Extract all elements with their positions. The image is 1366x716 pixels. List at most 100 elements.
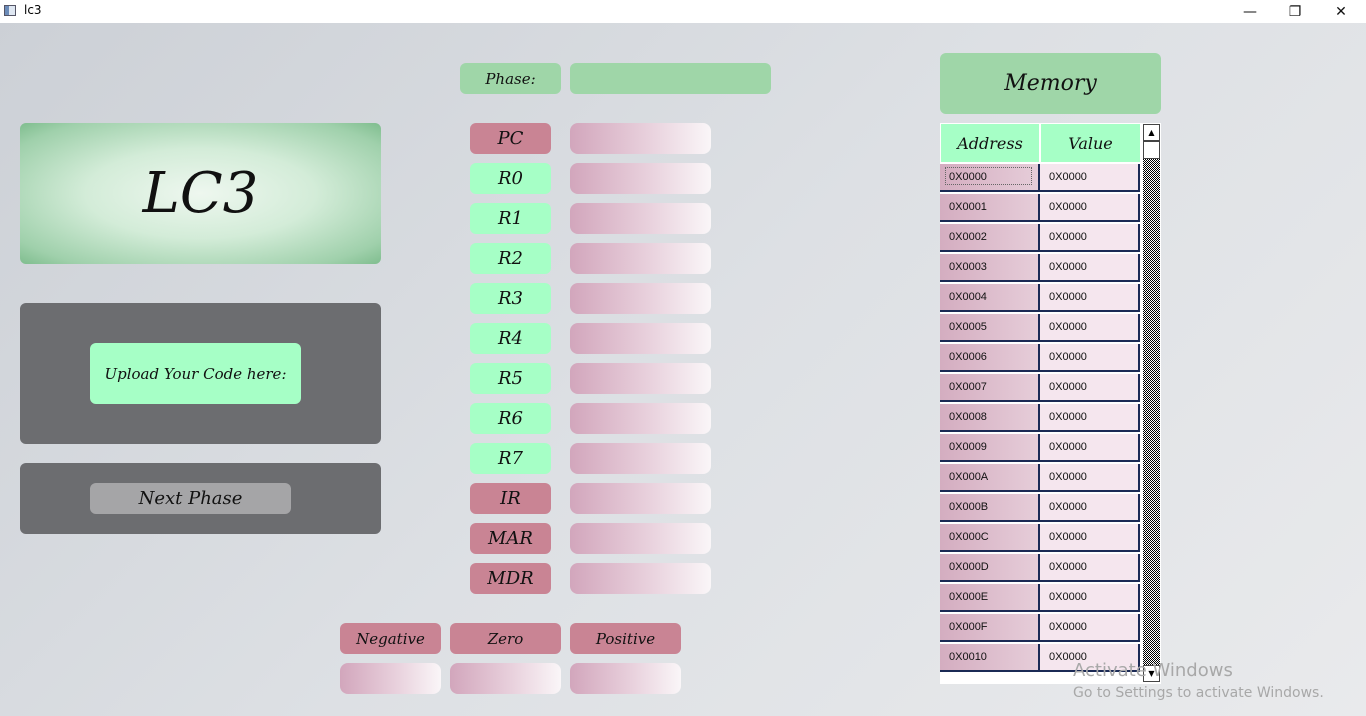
memory-title: Memory (940, 53, 1161, 114)
phase-value (570, 63, 771, 94)
column-header-value[interactable]: Value (1041, 124, 1140, 162)
flag-label-positive: Positive (570, 623, 681, 654)
memory-value-cell[interactable]: 0X0000 (1040, 494, 1140, 522)
activate-windows-heading: Activate Windows (1073, 660, 1233, 681)
memory-address-cell[interactable]: 0X0001 (940, 194, 1040, 222)
register-value-mdr (570, 563, 711, 594)
register-value-mar (570, 523, 711, 554)
memory-value-cell[interactable]: 0X0000 (1040, 254, 1140, 282)
register-value-r4 (570, 323, 711, 354)
memory-address-cell[interactable]: 0X0007 (940, 374, 1040, 402)
logo-text: LC3 (142, 161, 259, 226)
memory-value-cell[interactable]: 0X0000 (1040, 614, 1140, 642)
flag-label-zero: Zero (450, 623, 561, 654)
scroll-up-button[interactable]: ▲ (1143, 124, 1160, 141)
memory-value-cell[interactable]: 0X0000 (1040, 524, 1140, 552)
memory-address-cell[interactable]: 0X0008 (940, 404, 1040, 432)
memory-value-cell[interactable]: 0X0000 (1040, 194, 1140, 222)
memory-address-cell[interactable]: 0X000E (940, 584, 1040, 612)
arrow-up-icon: ▲ (1148, 128, 1155, 137)
next-phase-button[interactable]: Next Phase (90, 483, 291, 514)
minimize-icon: — (1243, 3, 1257, 20)
memory-value-cell[interactable]: 0X0000 (1040, 464, 1140, 492)
flag-label-negative: Negative (340, 623, 441, 654)
memory-value-cell[interactable]: 0X0000 (1040, 584, 1140, 612)
register-value-r6 (570, 403, 711, 434)
minimize-button[interactable]: — (1227, 0, 1273, 23)
register-value-r3 (570, 283, 711, 314)
memory-address-cell[interactable]: 0X0009 (940, 434, 1040, 462)
close-icon: ✕ (1335, 3, 1347, 20)
restore-button[interactable]: ❐ (1272, 0, 1318, 23)
register-label-r7: R7 (470, 443, 551, 474)
memory-address-cell[interactable]: 0X000F (940, 614, 1040, 642)
memory-address-cell[interactable]: 0X000A (940, 464, 1040, 492)
column-header-address[interactable]: Address (941, 124, 1039, 162)
register-label-r3: R3 (470, 283, 551, 314)
memory-value-cell[interactable]: 0X0000 (1040, 284, 1140, 312)
memory-address-cell[interactable]: 0X0010 (940, 644, 1040, 672)
memory-address-cell[interactable]: 0X0003 (940, 254, 1040, 282)
register-label-r2: R2 (470, 243, 551, 274)
window-title: lc3 (24, 3, 42, 17)
register-value-r0 (570, 163, 711, 194)
memory-address-cell[interactable]: 0X0000 (940, 164, 1040, 192)
flag-value-zero (450, 663, 561, 694)
memory-address-cell[interactable]: 0X0004 (940, 284, 1040, 312)
register-label-mdr: MDR (470, 563, 551, 594)
register-value-r7 (570, 443, 711, 474)
title-bar: lc3 — ❐ ✕ (0, 0, 1366, 23)
memory-address-cell[interactable]: 0X000C (940, 524, 1040, 552)
memory-address-cell[interactable]: 0X0005 (940, 314, 1040, 342)
memory-address-cell[interactable]: 0X0002 (940, 224, 1040, 252)
register-label-mar: MAR (470, 523, 551, 554)
memory-value-cell[interactable]: 0X0000 (1040, 344, 1140, 372)
scroll-down-button[interactable]: ▼ (1143, 665, 1160, 682)
scroll-thumb[interactable] (1143, 141, 1160, 159)
restore-icon: ❐ (1288, 3, 1302, 20)
memory-value-cell[interactable]: 0X0000 (1040, 644, 1140, 672)
memory-address-cell[interactable]: 0X000B (940, 494, 1040, 522)
register-label-r5: R5 (470, 363, 551, 394)
memory-value-cell[interactable]: 0X0000 (1040, 314, 1140, 342)
register-label-ir: IR (470, 483, 551, 514)
flag-value-positive (570, 663, 681, 694)
register-label-pc: PC (470, 123, 551, 154)
memory-value-cell[interactable]: 0X0000 (1040, 554, 1140, 582)
register-label-r4: R4 (470, 323, 551, 354)
memory-value-cell[interactable]: 0X0000 (1040, 224, 1140, 252)
memory-scrollbar[interactable] (1143, 124, 1160, 682)
register-value-r5 (570, 363, 711, 394)
memory-value-cell[interactable]: 0X0000 (1040, 374, 1140, 402)
memory-value-cell[interactable]: 0X0000 (1040, 434, 1140, 462)
register-value-ir (570, 483, 711, 514)
activate-windows-subtext: Go to Settings to activate Windows. (1073, 685, 1324, 701)
memory-value-cell[interactable]: 0X0000 (1040, 404, 1140, 432)
lc3-logo: LC3 (20, 123, 381, 264)
memory-address-cell[interactable]: 0X000D (940, 554, 1040, 582)
memory-address-cell[interactable]: 0X0006 (940, 344, 1040, 372)
phase-label: Phase: (460, 63, 561, 94)
register-value-r2 (570, 243, 711, 274)
memory-value-cell[interactable]: 0X0000 (1040, 164, 1140, 192)
close-button[interactable]: ✕ (1318, 0, 1364, 23)
upload-code-button[interactable]: Upload Your Code here: (90, 343, 301, 404)
